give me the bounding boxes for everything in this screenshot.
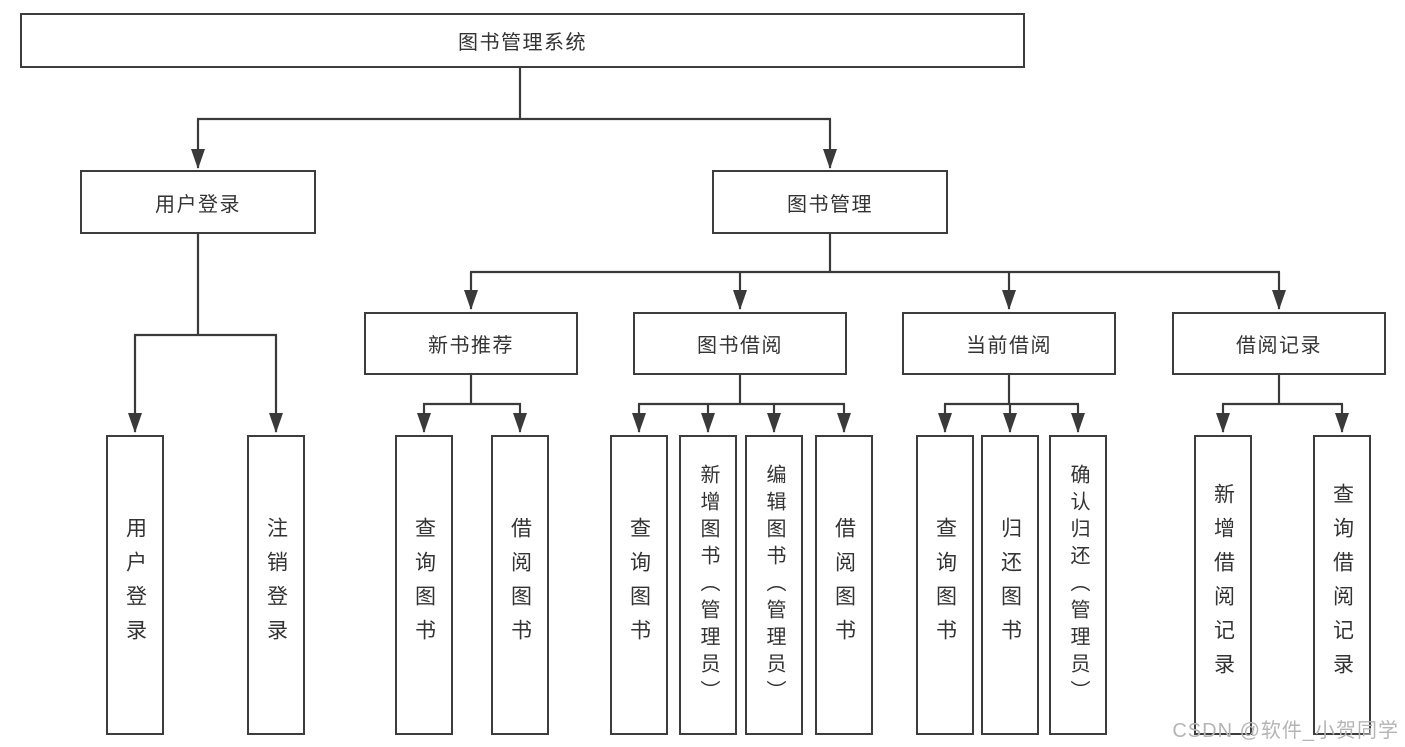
- node-br-query-record: 查询借阅记录: [1313, 435, 1371, 735]
- node-cb-return-book: 归还图书: [981, 435, 1039, 735]
- node-cb-confirm-return-admin: 确认归还（管理员）: [1049, 435, 1107, 735]
- node-root: 图书管理系统: [20, 13, 1025, 68]
- node-nbr-borrow-book: 借阅图书: [491, 435, 549, 735]
- node-borrow-records: 借阅记录: [1172, 312, 1386, 375]
- node-bb-add-book-admin: 新增图书（管理员）: [679, 435, 737, 735]
- node-logout: 注销登录: [247, 435, 305, 735]
- node-book-mgmt-branch: 图书管理: [712, 170, 948, 234]
- node-nbr-query-book: 查询图书: [395, 435, 453, 735]
- node-bb-edit-book-admin: 编辑图书（管理员）: [745, 435, 803, 735]
- node-current-borrow: 当前借阅: [902, 312, 1116, 375]
- node-new-book-rec: 新书推荐: [364, 312, 578, 375]
- node-bb-query-book: 查询图书: [610, 435, 668, 735]
- node-bb-borrow-book: 借阅图书: [815, 435, 873, 735]
- node-user-login-branch: 用户登录: [80, 170, 316, 234]
- node-br-add-record: 新增借阅记录: [1194, 435, 1252, 735]
- node-book-borrow: 图书借阅: [633, 312, 847, 375]
- csdn-watermark: CSDN @软件_小贺同学: [1172, 720, 1399, 742]
- node-user-login: 用户登录: [106, 435, 164, 735]
- node-cb-query-book: 查询图书: [916, 435, 974, 735]
